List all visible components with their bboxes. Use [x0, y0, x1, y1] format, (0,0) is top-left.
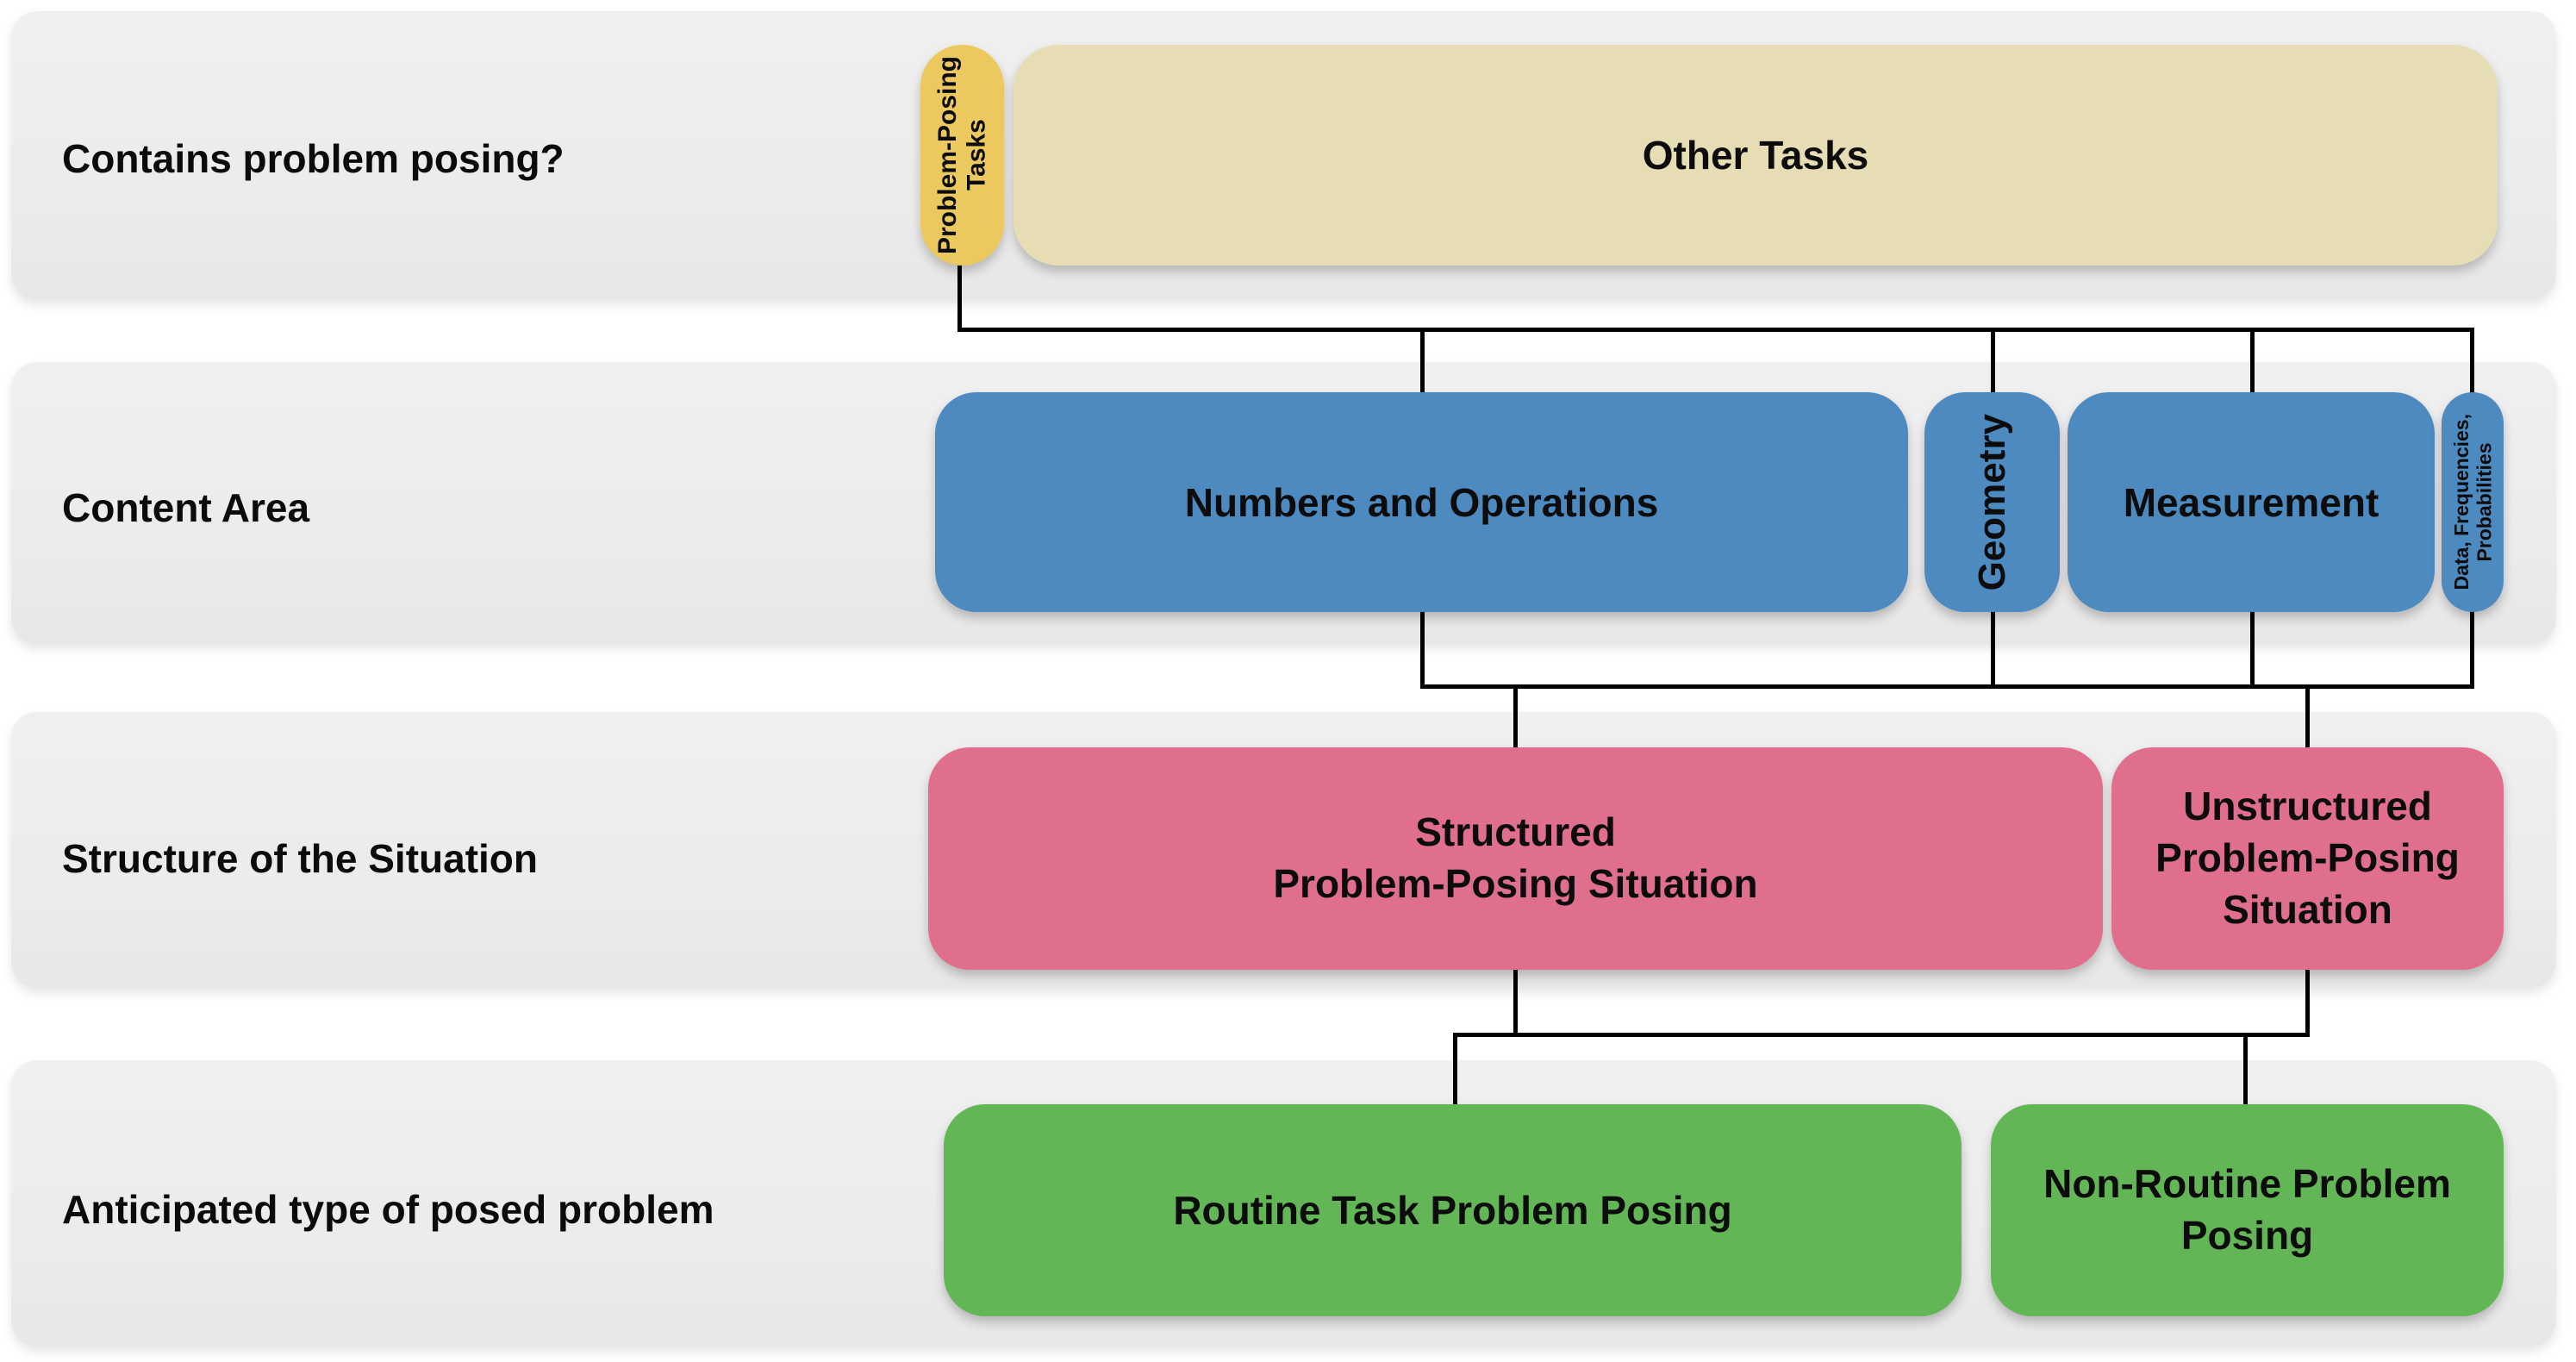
node-data-frequencies-probabilities: Data, Frequencies, Probabilities	[2442, 392, 2504, 612]
connector-l2-bus	[1420, 684, 2474, 689]
row-label-content-area: Content Area	[62, 485, 310, 530]
node-other-tasks: Other Tasks	[1014, 45, 2498, 266]
connector-l1-drop-geometry	[1991, 328, 1995, 395]
connector-l2-drop-structured	[1513, 684, 1518, 750]
row-label-structure-of-situation: Structure of the Situation	[62, 836, 538, 881]
row-label-anticipated-type: Anticipated type of posed problem	[62, 1187, 714, 1232]
node-data-frequencies-probabilities-label: Data, Frequencies, Probabilities	[2449, 414, 2495, 590]
node-routine-task-problem-posing: Routine Task Problem Posing	[944, 1104, 1962, 1316]
node-numbers-and-operations: Numbers and Operations	[935, 392, 1908, 612]
node-routine-task-problem-posing-label: Routine Task Problem Posing	[1173, 1188, 1732, 1233]
connector-l2-rise-data	[2470, 609, 2474, 687]
node-non-routine-problem-posing: Non-Routine Problem Posing	[1991, 1104, 2504, 1316]
node-other-tasks-label: Other Tasks	[1642, 133, 1869, 178]
row-label-contains-problem-posing: Contains problem posing?	[62, 136, 564, 181]
node-measurement: Measurement	[2068, 392, 2435, 612]
node-measurement-label: Measurement	[2123, 479, 2380, 525]
connector-l1-bus	[957, 328, 2474, 332]
node-unstructured-situation: Unstructured Problem-Posing Situation	[2111, 747, 2504, 970]
connector-l1-drop-numbers	[1420, 328, 1425, 395]
node-problem-posing-tasks: Problem-Posing Tasks	[920, 45, 1004, 266]
connector-l3-rise-structured	[1513, 967, 1518, 1036]
node-numbers-and-operations-label: Numbers and Operations	[1184, 479, 1659, 525]
connector-l2-rise-measurement	[2250, 609, 2255, 687]
connector-l3-drop-nonroutine	[2243, 1033, 2248, 1107]
connector-l1-stem	[957, 264, 962, 329]
node-geometry-label: Geometry	[1970, 413, 2013, 591]
connector-l3-rise-unstructured	[2305, 967, 2310, 1036]
node-structured-situation-label: Structured Problem-Posing Situation	[1273, 809, 1758, 906]
connector-l1-drop-data	[2470, 328, 2474, 395]
node-unstructured-situation-label: Unstructured Problem-Posing Situation	[2155, 784, 2460, 932]
connector-l1-drop-measurement	[2250, 328, 2255, 395]
connector-l2-rise-geometry	[1991, 609, 1995, 687]
node-structured-situation: Structured Problem-Posing Situation	[928, 747, 2103, 970]
node-geometry: Geometry	[1924, 392, 2060, 612]
node-problem-posing-tasks-label: Problem-Posing Tasks	[932, 55, 991, 255]
connector-l2-rise-numbers	[1420, 609, 1425, 687]
connector-l3-bus	[1453, 1033, 2310, 1037]
connector-l3-drop-routine	[1453, 1033, 1457, 1107]
connector-l2-drop-unstructured	[2305, 684, 2310, 750]
node-non-routine-problem-posing-label: Non-Routine Problem Posing	[2043, 1161, 2451, 1258]
